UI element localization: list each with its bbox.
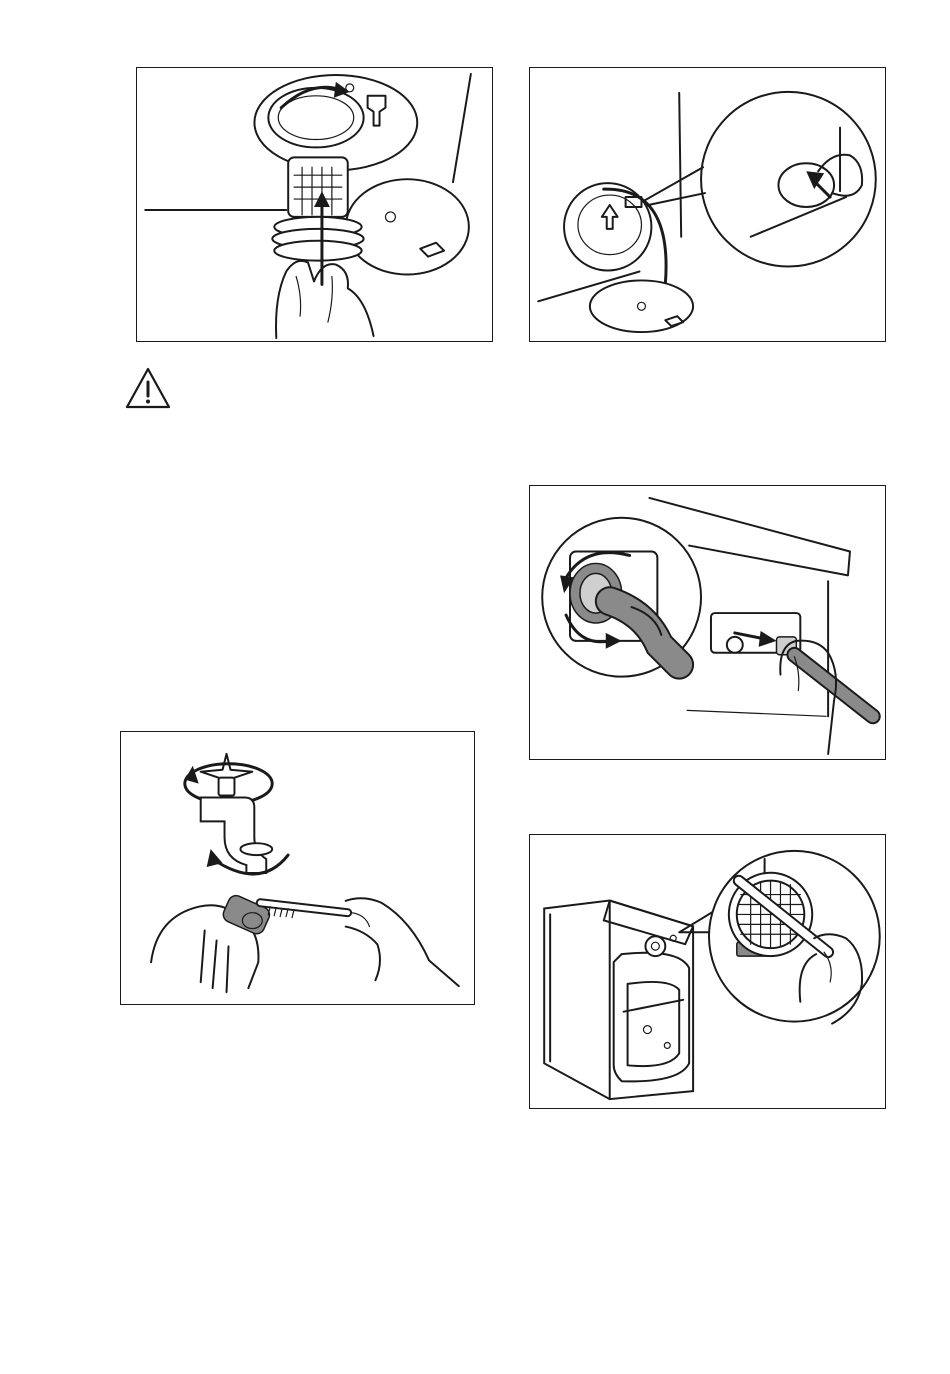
inlet-filter-brush-cleaning-illustration bbox=[530, 835, 885, 1108]
figure-pump-cover-insert bbox=[529, 67, 886, 342]
figure-inlet-hose-disconnect bbox=[529, 485, 886, 760]
warning-triangle-icon bbox=[124, 366, 172, 410]
figure-tap-filter-cleaning bbox=[120, 731, 475, 1005]
pump-filter-removal-illustration bbox=[137, 68, 492, 341]
figure-pump-filter-removal bbox=[136, 67, 493, 342]
figure-inlet-filter-brush-cleaning bbox=[529, 834, 886, 1109]
inlet-hose-disconnect-illustration bbox=[530, 486, 885, 759]
pump-cover-insert-illustration bbox=[530, 68, 885, 341]
tap-filter-cleaning-illustration bbox=[121, 732, 474, 1004]
